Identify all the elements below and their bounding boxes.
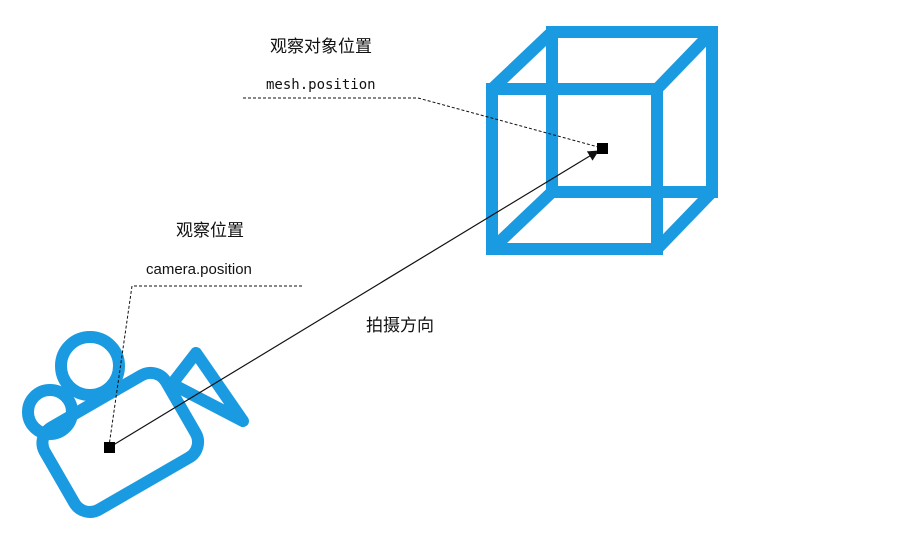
target-leader-line bbox=[243, 97, 603, 149]
target-point bbox=[597, 143, 608, 154]
video-camera-icon bbox=[22, 331, 249, 518]
target-code-label: mesh.position bbox=[266, 77, 376, 93]
cube-wireframe-icon bbox=[486, 26, 718, 255]
direction-label: 拍摄方向 bbox=[366, 316, 434, 336]
camera-point bbox=[104, 442, 115, 453]
direction-arrow bbox=[109, 150, 599, 448]
camera-leader-line bbox=[108, 285, 302, 447]
target-title-label: 观察对象位置 bbox=[270, 37, 372, 57]
camera-code-label: camera.position bbox=[146, 261, 252, 278]
camera-title-label: 观察位置 bbox=[176, 221, 244, 241]
